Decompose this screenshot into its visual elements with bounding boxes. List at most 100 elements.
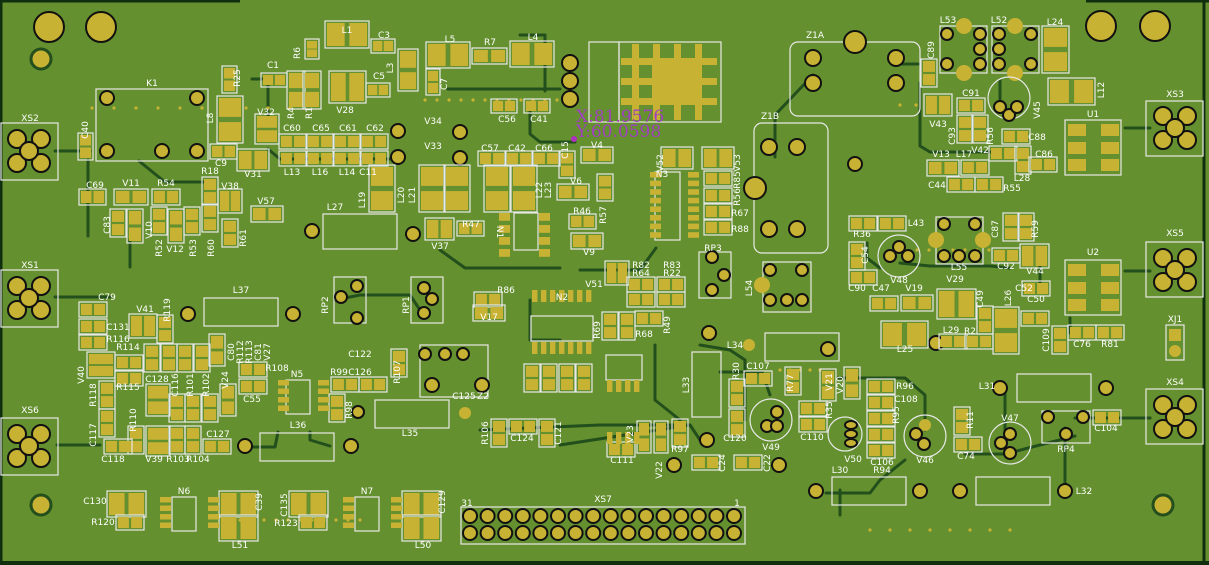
smd-component[interactable]: [332, 133, 362, 150]
smd-component[interactable]: [78, 318, 108, 335]
smd-component[interactable]: [653, 420, 669, 454]
header-pin[interactable]: [585, 508, 602, 524]
smd-component[interactable]: [691, 454, 721, 471]
smd-component[interactable]: [109, 208, 127, 238]
sma-connector[interactable]: [1153, 106, 1197, 150]
smd-component[interactable]: [953, 406, 971, 436]
sma-connector[interactable]: [7, 129, 51, 173]
smd-component[interactable]: [656, 291, 686, 308]
smd-component[interactable]: [238, 361, 268, 378]
header-pin[interactable]: [514, 525, 531, 541]
smd-component[interactable]: [115, 514, 145, 531]
smd-component[interactable]: [971, 114, 989, 144]
smd-component[interactable]: [368, 164, 396, 213]
smd-component[interactable]: [703, 219, 733, 236]
smd-component[interactable]: [78, 301, 108, 318]
header-pin[interactable]: [462, 525, 478, 541]
smd-component[interactable]: [728, 378, 746, 408]
smd-component[interactable]: [660, 146, 694, 170]
smd-component[interactable]: [900, 294, 934, 312]
smd-component[interactable]: [114, 354, 144, 371]
smd-component[interactable]: [113, 188, 149, 206]
smd-component[interactable]: [596, 173, 614, 202]
smd-component[interactable]: [866, 410, 896, 427]
header-pin[interactable]: [690, 508, 707, 524]
smd-component[interactable]: [671, 418, 689, 448]
smd-component[interactable]: [1092, 409, 1122, 426]
header-pin[interactable]: [708, 525, 725, 541]
header-pin[interactable]: [602, 525, 619, 541]
sma-connector[interactable]: [7, 424, 51, 468]
smd-component[interactable]: [866, 378, 896, 395]
smd-component[interactable]: [866, 394, 896, 411]
smd-component[interactable]: [183, 206, 201, 236]
smd-component[interactable]: [848, 269, 878, 286]
module-v30[interactable]: [561, 41, 722, 123]
smd-component[interactable]: [798, 400, 828, 417]
smd-component[interactable]: [964, 333, 994, 350]
amplifier-u2[interactable]: [1064, 259, 1122, 316]
smd-component[interactable]: [1041, 25, 1070, 74]
smd-component[interactable]: [848, 215, 878, 232]
header-pin[interactable]: [479, 508, 496, 524]
smd-component[interactable]: [956, 114, 974, 144]
smd-component[interactable]: [570, 232, 604, 250]
ic-pins[interactable]: [607, 380, 640, 444]
smd-component[interactable]: [743, 370, 773, 387]
smd-component[interactable]: [217, 188, 243, 214]
smd-component[interactable]: [78, 188, 107, 206]
smd-component[interactable]: [992, 306, 1020, 355]
smd-component[interactable]: [397, 48, 419, 92]
smd-component[interactable]: [401, 490, 442, 518]
smd-component[interactable]: [538, 418, 556, 448]
header-pin[interactable]: [726, 508, 742, 524]
ic-pins[interactable]: [532, 290, 592, 354]
header-pin[interactable]: [514, 508, 531, 524]
smd-component[interactable]: [953, 436, 983, 453]
header-pin[interactable]: [567, 525, 584, 541]
smd-component[interactable]: [601, 311, 619, 341]
inductor-l54[interactable]: [754, 261, 812, 313]
smd-component[interactable]: [490, 98, 518, 114]
smd-component[interactable]: [877, 215, 907, 232]
smd-component[interactable]: [703, 170, 733, 187]
header-pin[interactable]: [638, 508, 654, 524]
smd-component[interactable]: [221, 65, 238, 94]
smd-component[interactable]: [390, 348, 408, 378]
sma-connector[interactable]: [7, 276, 51, 320]
smd-component[interactable]: [236, 148, 270, 172]
smd-component[interactable]: [98, 408, 116, 438]
smd-component[interactable]: [201, 203, 219, 233]
smd-component[interactable]: [358, 376, 388, 393]
smd-component[interactable]: [728, 408, 746, 438]
smd-component[interactable]: [472, 304, 506, 322]
smd-component[interactable]: [176, 343, 194, 373]
smd-component[interactable]: [558, 363, 576, 393]
smd-component[interactable]: [219, 383, 237, 417]
smd-component[interactable]: [332, 150, 362, 167]
smd-component[interactable]: [575, 363, 593, 393]
smd-component[interactable]: [604, 260, 630, 286]
jumper-xj1[interactable]: [1165, 324, 1185, 361]
smd-component[interactable]: [286, 70, 306, 110]
smd-component[interactable]: [703, 187, 733, 204]
smd-component[interactable]: [151, 188, 181, 206]
smd-component[interactable]: [114, 370, 144, 387]
smd-component[interactable]: [880, 320, 929, 349]
smd-component[interactable]: [926, 159, 960, 177]
smd-component[interactable]: [77, 132, 94, 161]
header-pin[interactable]: [638, 525, 654, 541]
smd-component[interactable]: [156, 314, 174, 344]
header-pin[interactable]: [550, 525, 566, 541]
header-pin[interactable]: [479, 525, 496, 541]
smd-component[interactable]: [798, 416, 828, 433]
smd-component[interactable]: [1021, 280, 1051, 297]
smd-component[interactable]: [703, 203, 733, 220]
smd-component[interactable]: [127, 425, 145, 455]
ic-pins[interactable]: [650, 172, 699, 238]
smd-component[interactable]: [568, 213, 597, 230]
smd-component[interactable]: [278, 150, 308, 167]
header-pin[interactable]: [655, 525, 672, 541]
smd-component[interactable]: [201, 393, 219, 423]
smd-component[interactable]: [477, 150, 507, 167]
